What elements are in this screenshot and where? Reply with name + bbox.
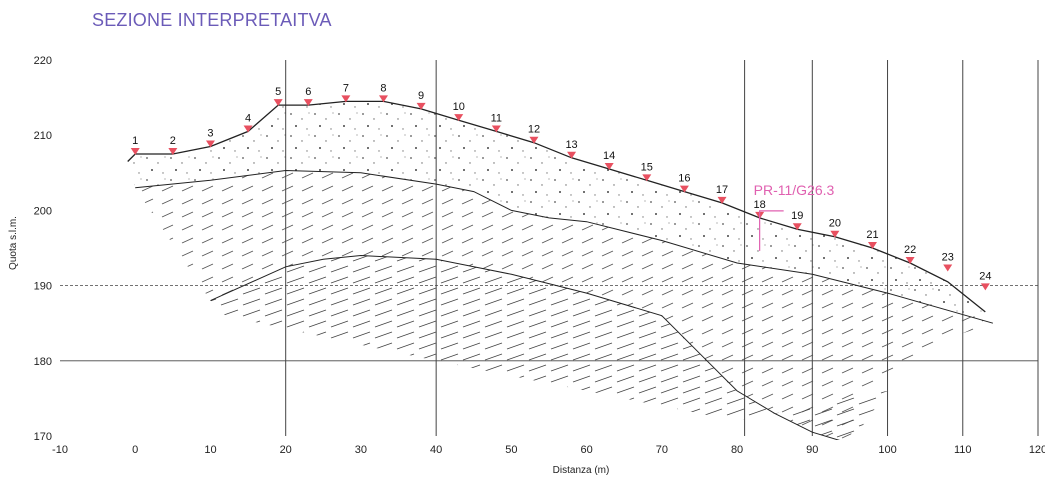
station-label: 15 (641, 161, 653, 173)
station-marker (378, 95, 388, 103)
station-marker (604, 163, 614, 171)
y-tick-label: 220 (34, 55, 52, 67)
station-marker (130, 148, 140, 155)
station-label: 16 (678, 173, 690, 185)
station-marker (980, 283, 990, 291)
station-marker (905, 257, 915, 265)
y-axis-label: Quota s.l.m. (8, 216, 19, 270)
station-label: 13 (565, 139, 577, 151)
station-marker (168, 148, 178, 155)
station-marker (416, 102, 426, 110)
y-tick-label: 190 (34, 281, 52, 293)
x-tick-label: -10 (52, 444, 68, 456)
station-label: 11 (491, 112, 502, 124)
station-label: 10 (453, 101, 465, 113)
station-label: 8 (380, 82, 386, 94)
station-label: 1 (132, 135, 138, 147)
x-tick-label: 10 (204, 444, 216, 456)
page-title: SEZIONE INTERPRETAITVA (92, 10, 332, 30)
x-tick-label: 100 (878, 444, 896, 456)
annotation-leader (759, 210, 784, 251)
station-marker (454, 114, 464, 122)
x-tick-label: 120 (1029, 444, 1045, 456)
x-tick-label: 90 (806, 444, 818, 456)
station-label: 24 (979, 270, 991, 282)
station-marker (303, 99, 313, 107)
station-label: 20 (829, 218, 841, 230)
x-tick-label: 30 (355, 444, 367, 456)
x-tick-label: 40 (430, 444, 442, 456)
station-marker (679, 185, 689, 193)
station-label: 7 (343, 82, 349, 94)
station-label: 2 (170, 135, 176, 147)
station-marker (341, 95, 351, 103)
station-label: 19 (791, 210, 803, 222)
x-tick-label: 0 (132, 444, 138, 456)
station-marker (205, 140, 215, 148)
station-marker (830, 230, 840, 238)
station-marker (491, 125, 501, 133)
station-label: 23 (942, 252, 954, 264)
boundary-line-lower (210, 254, 840, 440)
x-tick-label: 60 (580, 444, 592, 456)
x-tick-label: 20 (280, 444, 292, 456)
layer-fill-dashed-upper (135, 170, 993, 440)
y-tick-label: 170 (34, 431, 52, 443)
x-axis-label: Distanza (m) (553, 465, 610, 476)
station-label: 18 (754, 199, 766, 211)
station-marker (717, 196, 727, 204)
station-marker (792, 223, 802, 231)
station-label: 3 (207, 127, 213, 139)
annotation-label: PR-11/G26.3 (754, 182, 835, 198)
station-marker (642, 174, 652, 182)
station-marker (567, 151, 577, 159)
station-marker (943, 264, 953, 272)
station-marker (273, 99, 283, 107)
y-tick-label: 200 (34, 205, 52, 217)
layer-fill-dotted (127, 101, 993, 324)
station-marker (867, 242, 877, 249)
station-label: 9 (418, 90, 424, 102)
station-marker (529, 136, 539, 144)
station-label: 4 (245, 112, 251, 124)
y-tick-label: 210 (34, 130, 52, 142)
station-label: 21 (866, 229, 878, 241)
station-label: 14 (603, 150, 615, 162)
y-tick-label: 180 (34, 356, 52, 368)
boundary-line-upper (135, 169, 994, 324)
x-tick-label: 80 (731, 444, 743, 456)
station-label: 6 (305, 86, 311, 98)
station-label: 22 (904, 244, 916, 256)
x-tick-label: 110 (954, 444, 972, 456)
station-label: 12 (528, 124, 540, 136)
station-label: 17 (716, 184, 728, 196)
station-label: 5 (275, 86, 281, 98)
station-marker (243, 125, 253, 133)
layer-fill-dashed-lower (210, 255, 888, 440)
x-tick-label: 50 (505, 444, 517, 456)
x-tick-label: 70 (656, 444, 668, 456)
